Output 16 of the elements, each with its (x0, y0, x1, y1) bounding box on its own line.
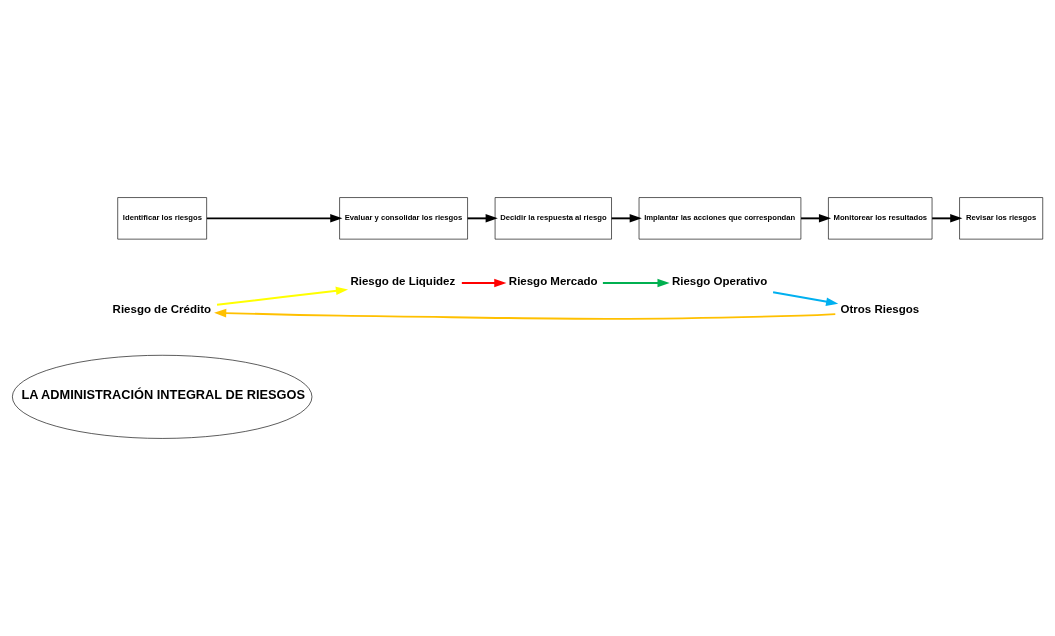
arrow (214, 308, 837, 320)
arrow (800, 214, 832, 223)
arrow (216, 286, 349, 306)
node-text: Riesgo Operativo (671, 275, 768, 288)
arrow (601, 278, 670, 288)
arrow (466, 214, 498, 223)
arrow (205, 214, 343, 223)
arrow (772, 291, 839, 306)
arrow (610, 214, 642, 223)
node-text: Riesgo Mercado (508, 275, 598, 288)
node-text: Riesgo de Liquidez (350, 275, 456, 288)
node-text: Otros Riesgos (840, 303, 920, 316)
arrow (460, 278, 507, 288)
node-text: Riesgo de Crédito (112, 303, 211, 316)
node-ellipse: LA ADMINISTRACIÓN INTEGRAL DE RIESGOS (12, 354, 313, 439)
arrow (931, 214, 963, 223)
